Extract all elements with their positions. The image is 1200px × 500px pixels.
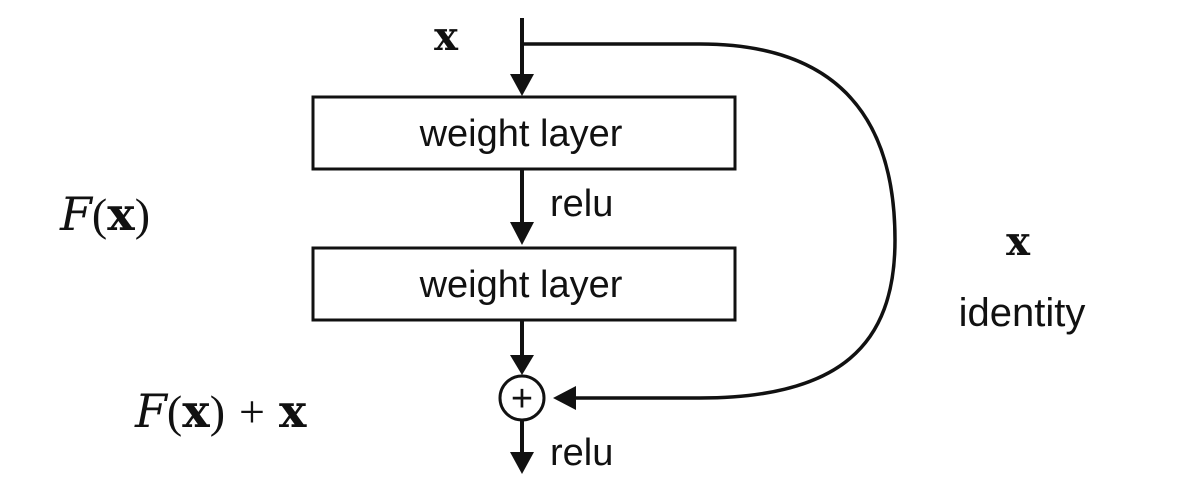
residual-close-paren: ) xyxy=(135,189,150,240)
output-arrow-head xyxy=(510,452,534,474)
input-arrow-head xyxy=(510,74,534,96)
residual-open-paren: ( xyxy=(92,189,107,240)
sum-symbol: + xyxy=(511,378,533,420)
residual-var: x xyxy=(107,187,135,241)
activation-label-1: relu xyxy=(550,183,613,225)
weight-layer-label-1: weight layer xyxy=(419,113,623,155)
identity-shortcut-path xyxy=(522,42,897,400)
activation-label-2: relu xyxy=(550,432,613,474)
sum-output-label: F(x)+x xyxy=(134,384,307,438)
sum-var: x xyxy=(182,384,210,438)
middle-arrow-head xyxy=(510,222,534,245)
shortcut-identity-label: identity xyxy=(959,291,1086,335)
sum-script-f: F xyxy=(134,384,169,438)
sum-var2: x xyxy=(279,384,307,438)
sum-open-paren: ( xyxy=(167,386,182,437)
weight-layer-box-2 xyxy=(311,246,737,322)
sum-close-paren: ) xyxy=(210,386,225,437)
identity-shortcut-arrow-head xyxy=(553,386,576,410)
sum-plus: + xyxy=(239,386,265,437)
residual-script-f: F xyxy=(59,187,94,241)
sum-input-arrow-head xyxy=(510,355,534,375)
shortcut-var-label: x xyxy=(1006,218,1031,265)
residual-function-label: F(x) xyxy=(59,187,150,241)
weight-layer-label-2: weight layer xyxy=(419,264,623,306)
input-label: x xyxy=(434,13,459,60)
